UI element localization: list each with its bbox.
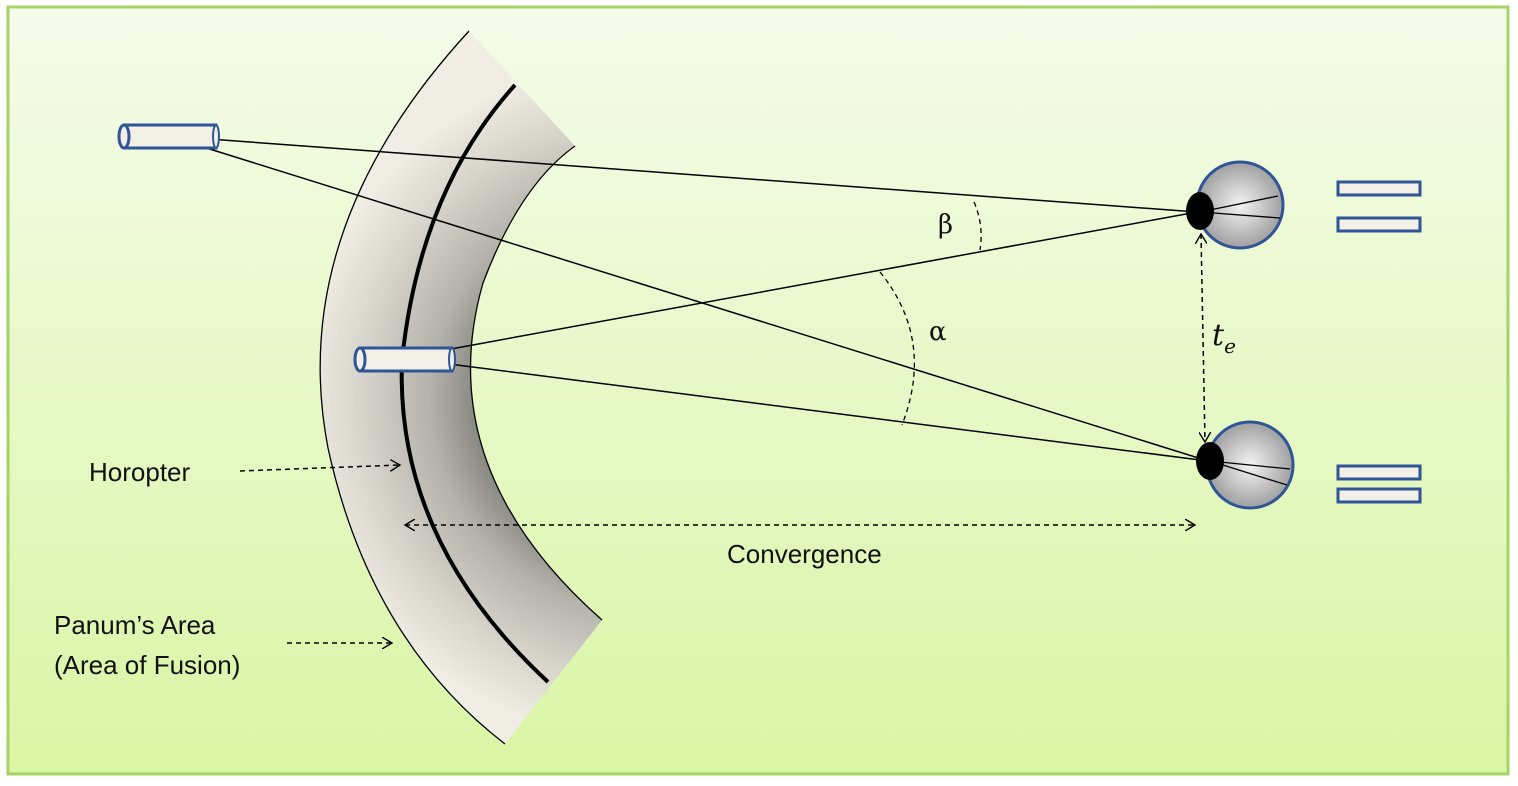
eye-separation-arrow bbox=[1201, 234, 1205, 442]
convergence-label: Convergence bbox=[727, 539, 882, 569]
panum-area-label: Panum’s Area bbox=[54, 610, 216, 640]
near-object bbox=[353, 346, 456, 373]
beta-angle-arc bbox=[973, 201, 982, 251]
panum-area-sublabel: (Area of Fusion) bbox=[54, 650, 240, 680]
alpha-label: α bbox=[929, 317, 947, 347]
background-panel bbox=[6, 5, 1510, 776]
sight-lines bbox=[167, 135, 1209, 462]
top-eye-icon bbox=[1186, 160, 1285, 250]
bottom-display-icon bbox=[1336, 464, 1422, 504]
panum-inner-edge bbox=[469, 145, 603, 621]
panum-area-band bbox=[320, 31, 602, 744]
panum-outer-edge bbox=[319, 30, 506, 745]
top-display-icon bbox=[1336, 180, 1422, 233]
far-object bbox=[117, 123, 220, 150]
te-subscript: e bbox=[1224, 334, 1236, 358]
horopter-label: Horopter bbox=[89, 457, 190, 487]
eye-separation-label: te bbox=[1212, 318, 1236, 358]
te-main: t bbox=[1212, 318, 1225, 353]
bottom-eye-icon bbox=[1196, 420, 1295, 510]
alpha-angle-arc bbox=[879, 271, 915, 426]
beta-label: β bbox=[938, 210, 953, 240]
